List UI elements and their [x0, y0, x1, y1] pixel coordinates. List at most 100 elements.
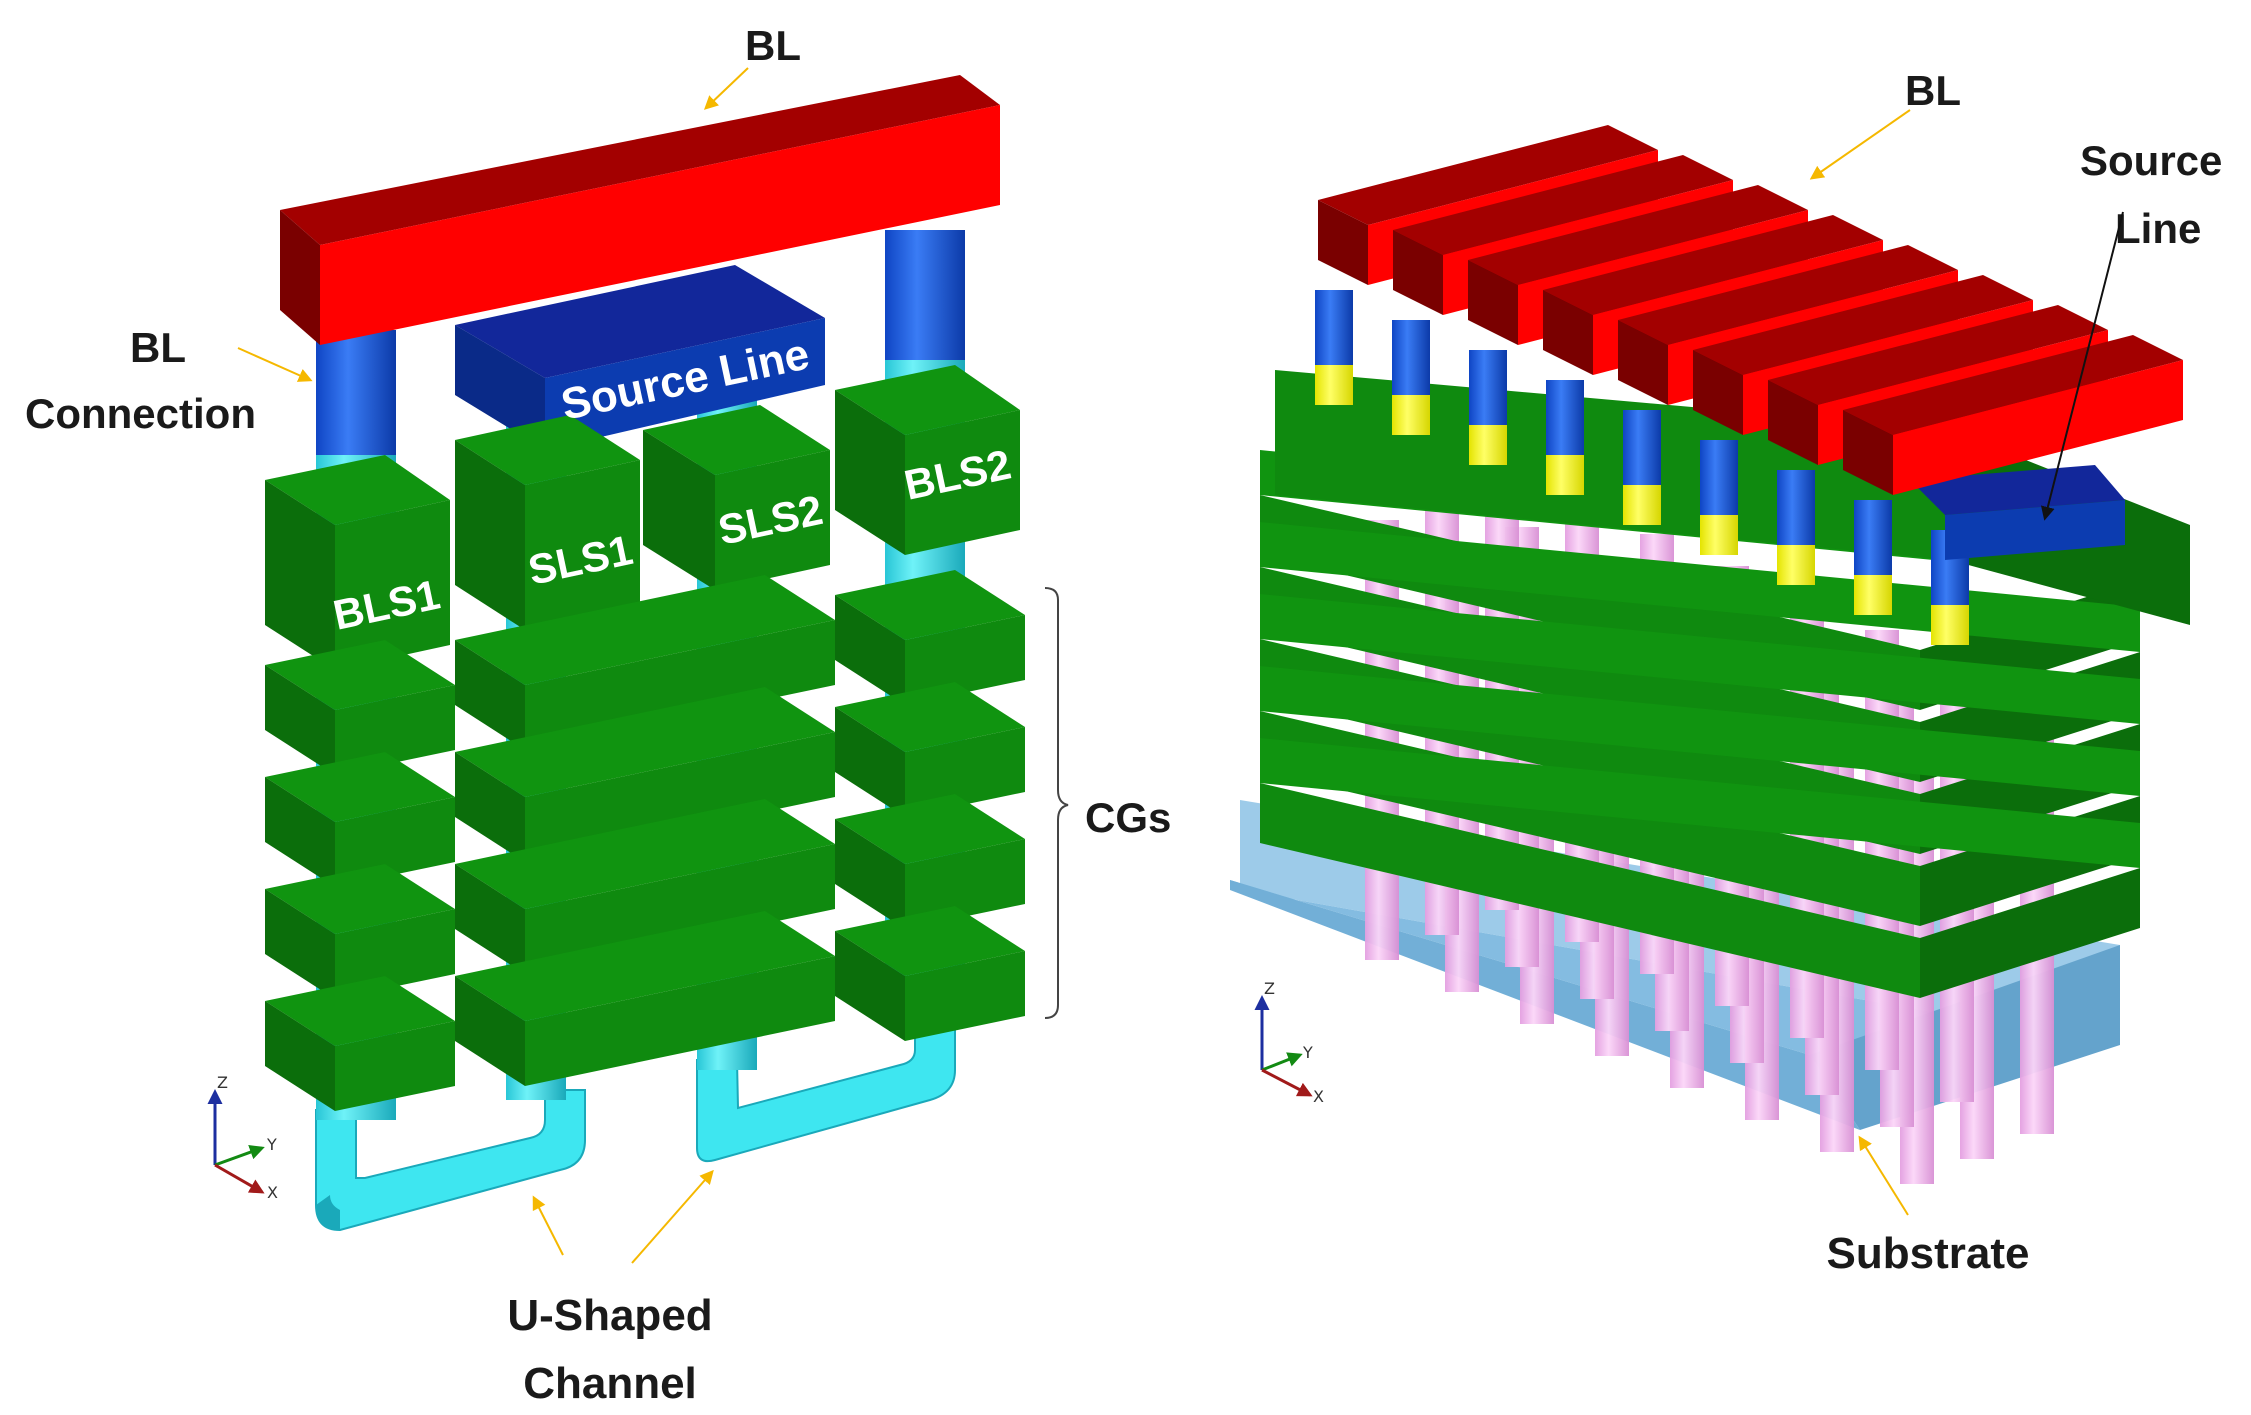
source-line-label-right-line1: Source [2080, 137, 2222, 184]
bl-connection-pillar [1854, 500, 1892, 580]
bitline-bar-top [1693, 275, 2033, 375]
contact-plug [1700, 515, 1738, 555]
word-line-slab-top [1260, 522, 2140, 652]
cg-right-box-side [835, 931, 905, 1041]
cg-left-box-side [265, 889, 335, 999]
substrate-arrow [1858, 1135, 1909, 1216]
bitline-bar-left [280, 75, 1000, 345]
bitline-bar-top [1318, 125, 1658, 225]
bitline-bar-end [1768, 380, 1818, 465]
axis-y-label-left: Y [266, 1135, 277, 1154]
bitline-bar-end [1843, 410, 1893, 495]
bitline-bar-top [1543, 215, 1883, 315]
cg-left-box-top [265, 976, 455, 1046]
source-line-block-right-front [1945, 500, 2125, 560]
cgs-label: CGs [1085, 794, 1171, 841]
contact-plug [1315, 365, 1353, 405]
contact-plug [1392, 395, 1430, 435]
axis-triad-left: Z Y X [207, 1073, 278, 1202]
cg-right-box-front [905, 951, 1025, 1041]
bl-label-right: BL [1905, 67, 1961, 114]
axis-y-label-right: Y [1302, 1043, 1313, 1062]
cg-left-box-top [265, 864, 455, 934]
cg-middle-plate-side [455, 640, 525, 750]
cell-array [1260, 125, 2190, 1184]
cg-left-box-front [335, 685, 455, 775]
bitline-bar-end [1543, 290, 1593, 375]
u-channel-arrow-2 [631, 1169, 714, 1264]
bitline-bar-top [1618, 245, 1958, 345]
cg-middle-plate-front [525, 732, 835, 862]
cg-middle-plate-side [455, 864, 525, 974]
bl-connection-pillar [1392, 320, 1430, 400]
bitline-bar-top [1843, 335, 2183, 435]
cg-middle-plate-front [525, 620, 835, 750]
u-shaped-label-line2: Channel [523, 1359, 697, 1408]
bl-connection-pillars [316, 230, 965, 455]
control-gate-layers [265, 570, 1025, 1111]
cell-array-3d: Z Y X [1230, 125, 2190, 1184]
cg-right-box-top [835, 794, 1025, 864]
cgs-bracket [1044, 587, 1069, 1019]
bitline-bar-end [1693, 350, 1743, 435]
select-gates [265, 365, 1020, 670]
cg-middle-plate-top [455, 911, 835, 1021]
cg-middle-plate-front [525, 844, 835, 974]
bl-connection-pillar [1700, 440, 1738, 520]
axis-x-label-right: X [1313, 1087, 1324, 1106]
cg-right-box-side [835, 707, 905, 817]
bl-arrow-right [1809, 109, 1911, 180]
bl-label-left: BL [745, 22, 801, 69]
cg-middle-plate-top [455, 575, 835, 685]
source-line-block-right-top [1910, 465, 2125, 515]
u-channel-arrow-1 [532, 1195, 564, 1256]
bitline-bar-top [1393, 155, 1733, 255]
axis-z-label-left: Z [217, 1073, 228, 1092]
cg-right-box-side [835, 819, 905, 929]
cg-left-box-top [265, 752, 455, 822]
u-shaped-cell-string: Z Y X [207, 75, 1025, 1232]
cg-left-box-front [335, 1021, 455, 1111]
cg-right-box-top [835, 570, 1025, 640]
cg-left-box-side [265, 665, 335, 775]
bl-connection-pillar [1546, 380, 1584, 460]
source-line-arrow-right [2040, 211, 2124, 521]
word-line-slab-side [1920, 868, 2140, 998]
contact-plug [1931, 605, 1969, 645]
cg-left-box-side [265, 777, 335, 887]
bitline-bar-end [1393, 230, 1443, 315]
source-line-label-right-line2: Line [2115, 205, 2201, 252]
bitline-bar-end [1318, 200, 1368, 285]
axis-x-label-left: X [267, 1183, 278, 1202]
bitline-bar-top [1468, 185, 1808, 285]
cg-middle-plate-top [455, 687, 835, 797]
cg-right-box-front [905, 839, 1025, 929]
contact-plug [1623, 485, 1661, 525]
contact-plug [1777, 545, 1815, 585]
cg-right-box-top [835, 906, 1025, 976]
bitline-bar-top [1768, 305, 2108, 405]
bitline-bar-end [1618, 320, 1668, 405]
bl-connection-pillar [1315, 290, 1353, 370]
word-line-slab-top [1260, 666, 2140, 796]
cg-right-box-front [905, 727, 1025, 817]
cg-middle-plate-top [455, 799, 835, 909]
bl-arrow-left [703, 67, 749, 110]
u-shaped-channel [315, 1019, 956, 1232]
word-line-slab-top [1260, 594, 2140, 724]
cg-right-box-side [835, 595, 905, 705]
cg-right-box-front [905, 615, 1025, 705]
cg-middle-plate-side [455, 752, 525, 862]
cg-left-box-front [335, 797, 455, 887]
bl-connection-label-line2: Connection [25, 390, 256, 437]
cg-middle-plate-front [525, 956, 835, 1086]
cg-left-box-top [265, 640, 455, 710]
cg-left-box-front [335, 909, 455, 999]
bl-connection-pillar [1469, 350, 1507, 430]
substrate-label: Substrate [1827, 1229, 2030, 1278]
bl-connection-pillar [1777, 470, 1815, 550]
contact-plug [1546, 455, 1584, 495]
u-shaped-label-line1: U-Shaped [507, 1291, 712, 1340]
cg-left-box-side [265, 1001, 335, 1111]
